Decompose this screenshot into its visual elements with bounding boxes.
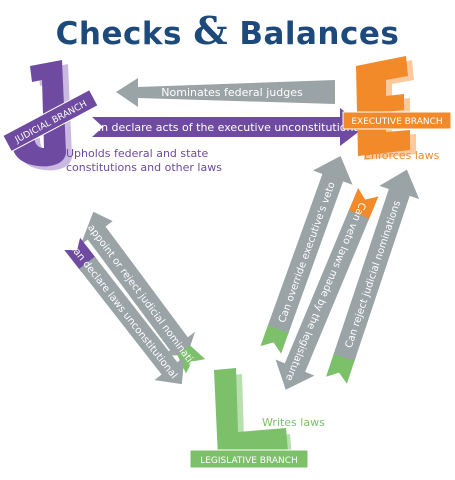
executive-role: Enforces laws <box>364 149 440 162</box>
arrow-appoint-reject-judicial: Can appoint or reject judicial nominatio… <box>72 204 206 379</box>
arrow-declare-exec-unconstitutional: Can declare acts of the executive uncons… <box>87 108 365 146</box>
title-word-balances: Balances <box>239 16 400 52</box>
executive-branch-label: EXECUTIVE BRANCH <box>351 117 442 127</box>
legislative-role: Writes laws <box>262 416 325 429</box>
label-nominates-judges: Nominates federal judges <box>161 86 303 99</box>
label-appoint-reject-judicial: Can appoint or reject judicial nominatio… <box>72 204 206 378</box>
legislative-emblem: LEGISLATIVE BRANCH <box>189 368 309 469</box>
title-word-checks: Checks <box>55 16 182 52</box>
title-ampersand: & <box>193 8 229 53</box>
label-declare-exec-unconstitutional: Can declare acts of the executive uncons… <box>87 121 364 134</box>
judicial-role: Upholds federal and state constitutions … <box>66 147 222 174</box>
arrow-nominates-judges: Nominates federal judges <box>116 78 335 107</box>
legislative-branch-label: LEGISLATIVE BRANCH <box>200 456 298 466</box>
executive-emblem: EXECUTIVE BRANCH <box>342 56 452 160</box>
diagram-title: Checks & Balances <box>0 8 455 53</box>
